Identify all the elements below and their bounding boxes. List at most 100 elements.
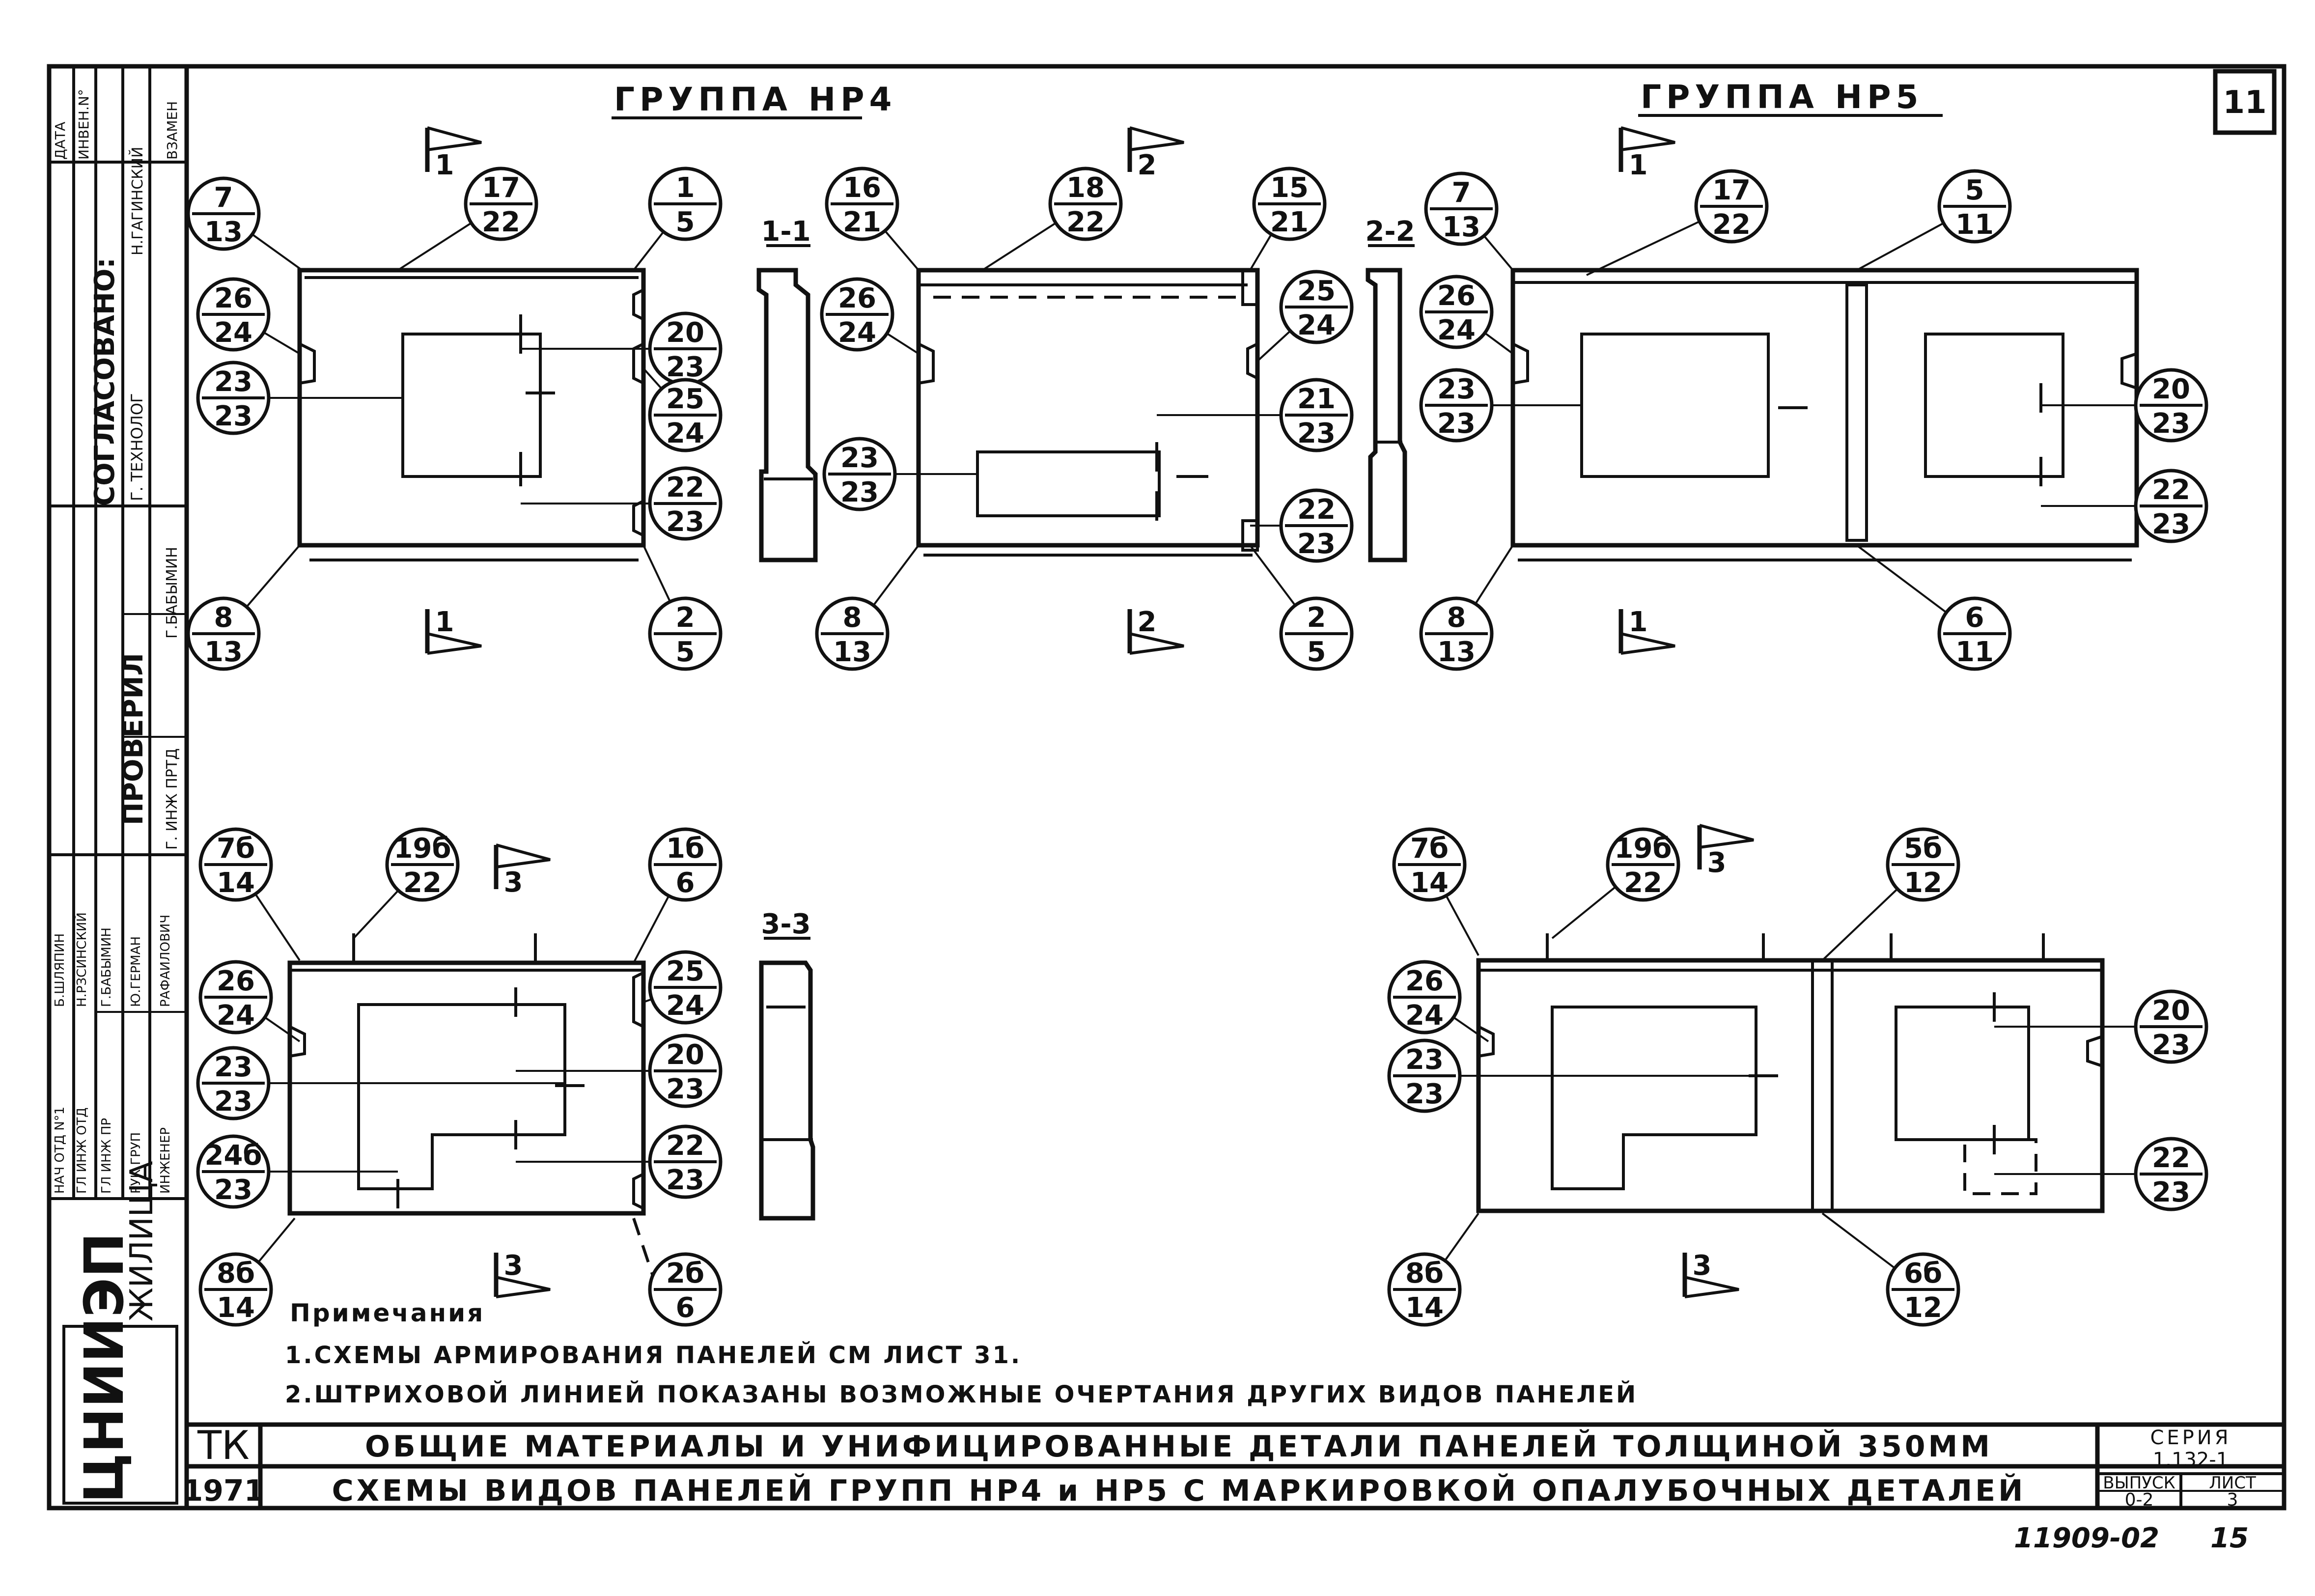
callout-bottom: 23 — [214, 1086, 252, 1118]
callout-bottom: 11 — [1955, 636, 1994, 668]
section-cut-marker: 3 — [494, 843, 551, 898]
panel-hp5-2 — [1476, 933, 2105, 1213]
group-titles: ГРУППА НР4 ГРУППА НР5 — [612, 78, 1943, 119]
callout-bottom: 23 — [2152, 1176, 2190, 1208]
leader-line-p20 — [1249, 544, 1296, 606]
callout-bubble: 511 — [1937, 169, 2012, 244]
stamp-name-4: Ю.ГЕРМАН — [129, 936, 143, 1007]
callout-top: 21 — [1297, 383, 1336, 415]
leader-lines — [246, 221, 2136, 1278]
cut-label: 3 — [504, 1250, 523, 1282]
callout-top: 16 — [843, 172, 881, 204]
callout-bubble: 813 — [1419, 596, 1494, 671]
title-year: 1971 — [183, 1474, 265, 1508]
callout-bottom: 24 — [666, 990, 704, 1022]
callout-top: 25 — [666, 383, 704, 415]
issue-value: 0-2 — [2125, 1490, 2154, 1510]
cut-label: 3 — [504, 867, 523, 898]
cut-label: 1 — [435, 149, 454, 181]
callout-top: 22 — [1297, 494, 1336, 526]
note-1: 1.СХЕМЫ АРМИРОВАНИЯ ПАНЕЛЕЙ СМ ЛИСТ 31. — [285, 1341, 1022, 1369]
leader-line-p28 — [1475, 544, 1514, 605]
callout-bottom: 23 — [666, 506, 704, 538]
section-1-1 — [756, 268, 818, 562]
stamp-name-1: Б.ШЛЯПИН — [53, 933, 67, 1007]
callout-bottom: 23 — [214, 1174, 252, 1206]
leader-line-p49 — [1821, 1212, 1896, 1269]
cut-arrow — [1129, 632, 1184, 655]
callout-bubble: 2б6 — [648, 1252, 723, 1327]
leader-line-p42 — [1551, 886, 1617, 939]
leader-line-p4 — [263, 331, 301, 355]
panel-hp4-3 — [287, 933, 655, 1278]
cut-label: 1 — [1629, 149, 1648, 181]
callout-top: 17 — [1712, 174, 1751, 206]
callout-bottom: 13 — [1437, 636, 1476, 668]
callout-bottom: 24 — [214, 317, 252, 349]
callout-bottom: 23 — [214, 400, 252, 432]
footer-page: 15 — [2210, 1522, 2249, 1554]
callout-bottom: 23 — [1297, 528, 1336, 560]
callout-bottom: 21 — [1270, 206, 1309, 238]
section-cut-marker: 3 — [1682, 1250, 1739, 1298]
panel-hp4-2 — [916, 268, 1260, 557]
leader-line-p2 — [397, 222, 472, 271]
section-cut-marker: 2 — [1127, 126, 1184, 181]
section-label-2-2: 2-2 — [1365, 216, 1415, 248]
stamp-agreed: СОГЛАСОВАНО: — [89, 257, 121, 506]
callout-bottom: 12 — [1904, 1292, 1942, 1324]
callout-top: 2 — [1307, 602, 1326, 634]
leader-line-p13 — [1249, 233, 1273, 271]
note-2: 2.ШТРИХОВОЙ ЛИНИЕЙ ПОКАЗАНЫ ВОЗМОЖНЫЕ ОЧ… — [285, 1380, 1638, 1408]
callout-top: 23 — [214, 1051, 252, 1083]
leader-line-p39 — [257, 1217, 296, 1263]
sheet-value: 3 — [2227, 1490, 2238, 1510]
stamp-role-5: ИНЖЕНЕР — [158, 1127, 173, 1194]
section-3-3 — [759, 960, 815, 1221]
stamp-gagin: Н.ГАГИНСКИЙ — [129, 147, 146, 255]
callout-bottom: 24 — [666, 418, 704, 449]
callout-bottom: 24 — [1437, 314, 1476, 346]
callout-top: 6 — [1965, 602, 1984, 634]
stamp-tech: Г. ТЕХНОЛОГ — [128, 393, 146, 501]
callout-bubble: 813 — [815, 596, 890, 671]
cut-label: 2 — [1138, 606, 1157, 638]
callout-bottom: 6 — [676, 867, 695, 899]
title-line-1: ОБЩИЕ МАТЕРИАЛЫ И УНИФИЦИРОВАННЫЕ ДЕТАЛИ… — [365, 1428, 1993, 1464]
callout-bottom: 13 — [204, 216, 243, 248]
callout-top: 7б — [217, 833, 255, 865]
section-cut-marker: 1 — [1618, 606, 1675, 655]
leader-line-p21 — [1483, 235, 1514, 271]
leader-line-p33 — [264, 1016, 301, 1042]
callout-top: 8б — [217, 1258, 255, 1289]
callout-top: 20 — [2152, 373, 2190, 405]
callout-top: 1 — [676, 172, 695, 204]
callout-top: 24б — [204, 1140, 262, 1172]
title-line-2: СХЕМЫ ВИДОВ ПАНЕЛЕЙ ГРУПП НР4 и НР5 С МА… — [332, 1473, 2026, 1508]
callout-top: 8 — [1447, 602, 1466, 634]
leader-line-p14 — [886, 333, 920, 355]
cut-arrow — [496, 1276, 551, 1298]
cut-arrow — [496, 843, 551, 868]
callout-bottom: 13 — [1442, 211, 1480, 243]
callout-top: 22 — [666, 1130, 704, 1162]
callout-bottom: 23 — [666, 1164, 704, 1196]
leader-line-p29 — [1856, 544, 1947, 614]
callout-top: 8б — [1405, 1258, 1444, 1289]
callout-bottom: 6 — [676, 1292, 695, 1324]
leader-line-p12 — [981, 222, 1057, 271]
callout-top: 26 — [214, 282, 252, 314]
leader-line-p24 — [1484, 332, 1514, 355]
